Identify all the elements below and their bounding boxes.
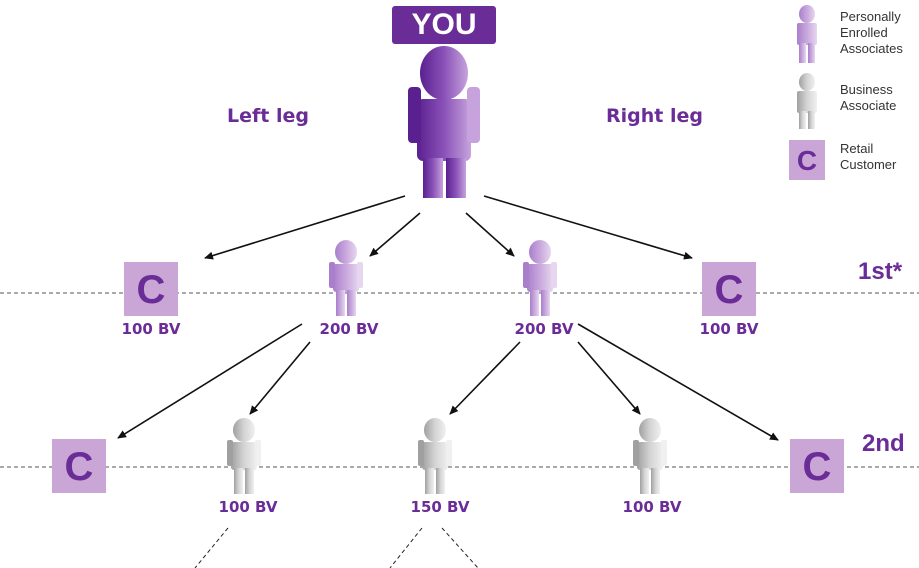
legend-ba-label: Business Associate xyxy=(840,82,897,113)
level-2nd-label: 2nd xyxy=(862,430,905,457)
left-leg-label: Left leg xyxy=(227,105,309,127)
arrow-pea-right-to-c xyxy=(577,323,779,441)
ba-3-icon xyxy=(633,418,667,494)
continuation-lines xyxy=(194,527,479,568)
pea-right-icon xyxy=(523,240,557,316)
bv-l2-ba-2: 150 BV xyxy=(410,498,470,516)
pea-left-icon xyxy=(329,240,363,316)
arrow-you-to-pea-left xyxy=(369,212,421,257)
bv-l2-ba-3: 100 BV xyxy=(622,498,682,516)
bv-l2-ba-1: 100 BV xyxy=(218,498,278,516)
bv-l1-c-left: 100 BV xyxy=(121,320,181,338)
bv-l1-pea-left: 200 BV xyxy=(319,320,379,338)
retail-customer-l1-right: C xyxy=(702,262,756,316)
arrow-you-to-c-right xyxy=(483,195,693,260)
right-leg-label: Right leg xyxy=(606,105,703,127)
legend-ba-icon xyxy=(797,73,817,129)
legend-retail-label: Retail Customer xyxy=(840,141,897,172)
arrow-you-to-c-left xyxy=(204,195,406,260)
arrow-pea-right-to-ba2 xyxy=(449,341,521,415)
retail-customer-l2-left: C xyxy=(52,439,106,493)
arrow-pea-left-to-c xyxy=(117,323,303,439)
arrow-pea-right-to-ba3 xyxy=(577,341,641,415)
arrow-pea-left-to-ba1 xyxy=(249,341,311,415)
you-badge: YOU xyxy=(392,6,496,44)
arrow-you-to-pea-right xyxy=(465,212,515,257)
legend-retail-icon: C xyxy=(789,140,825,180)
bv-l1-c-right: 100 BV xyxy=(699,320,759,338)
ba-1-icon xyxy=(227,418,261,494)
retail-customer-l2-right: C xyxy=(790,439,844,493)
legend-pea-label: Personally Enrolled Associates xyxy=(840,9,903,56)
you-person-icon xyxy=(408,46,480,198)
bv-l1-pea-right: 200 BV xyxy=(514,320,574,338)
retail-customer-l1-left: C xyxy=(124,262,178,316)
legend-pea-icon xyxy=(797,5,817,63)
connector-arrows xyxy=(117,195,779,441)
level-1st-label: 1st* xyxy=(858,258,903,285)
ba-2-icon xyxy=(418,418,452,494)
